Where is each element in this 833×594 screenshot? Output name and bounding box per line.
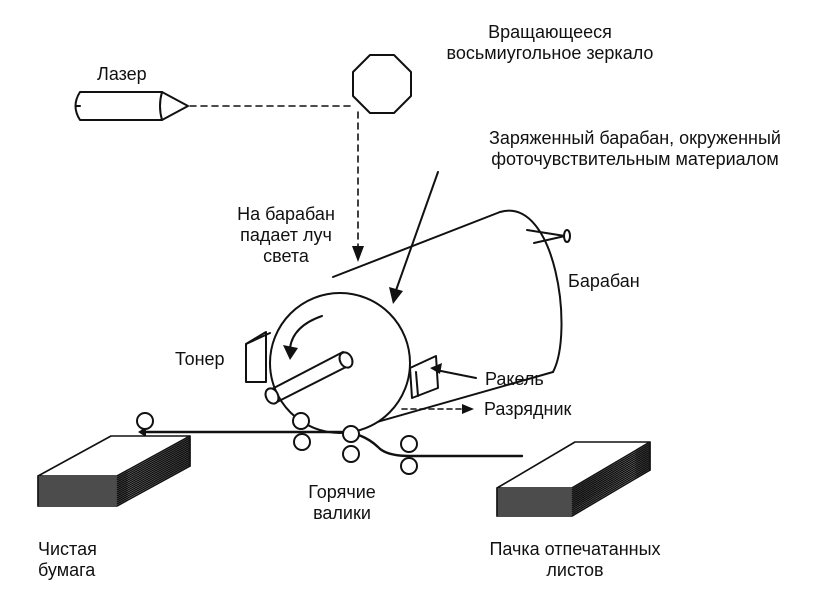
scraper-arrowhead (430, 363, 442, 374)
charged-drum-label-line2: фоточувствительным материалом (491, 149, 779, 169)
rotation-arrowhead (283, 345, 298, 360)
light-hits-label-line1: На барабан (237, 204, 335, 224)
discharger-label: Разрядник (484, 399, 572, 419)
clean-paper-label-line2: бумага (38, 560, 96, 580)
printed-stack-label-line2: листов (546, 560, 604, 580)
printed-paper-stack (496, 441, 651, 517)
light-hits-drum-label: На барабан падает луч света (218, 204, 354, 267)
drum-axle (264, 351, 354, 405)
printed-stack-label-line1: Пачка отпечатанных (489, 539, 661, 559)
clean-paper-label: Чистая бумага (38, 539, 97, 581)
printed-stack-label: Пачка отпечатанных листов (460, 539, 690, 581)
charged-drum-label: Заряженный барабан, окруженный фоточувст… (450, 128, 820, 170)
beam-arrowhead (352, 246, 364, 262)
hot-roller (293, 433, 311, 451)
laser-label: Лазер (97, 64, 147, 84)
scraper-blade (409, 355, 439, 399)
discharger-arrowhead (462, 404, 474, 414)
hot-rollers-label-line2: валики (313, 503, 371, 523)
laser-beam (189, 105, 359, 251)
hot-rollers-label: Горячие валики (282, 482, 402, 524)
laser-icon (74, 91, 189, 121)
charged-drum-pointer (393, 171, 439, 297)
toner-label: Тонер (175, 349, 225, 369)
hot-rollers-label-line1: Горячие (308, 482, 376, 502)
charged-drum-arrowhead (389, 287, 403, 304)
mirror-label-line2: восьмиугольное зеркало (446, 43, 654, 63)
rollers (136, 412, 418, 475)
drum-cylinder (332, 209, 571, 425)
octagon-mirror-icon (352, 54, 412, 114)
scraper-pointer (435, 369, 477, 379)
mirror-label-line1: Вращающееся (488, 22, 612, 42)
hot-roller (292, 412, 310, 430)
clean-paper-stack (37, 435, 191, 507)
toner-hopper (245, 331, 271, 383)
mirror-label: Вращающееся восьмиугольное зеркало (420, 22, 680, 64)
charged-drum-label-line1: Заряженный барабан, окруженный (489, 128, 781, 148)
clean-paper-label-line1: Чистая (38, 539, 97, 559)
paper-path (144, 430, 524, 458)
rotation-arrow-icon (289, 315, 323, 349)
scraper-label: Ракель (485, 369, 544, 389)
light-hits-label-line3: света (263, 246, 309, 266)
light-hits-label-line2: падает луч (240, 225, 332, 245)
drum-label: Барабан (568, 271, 640, 291)
